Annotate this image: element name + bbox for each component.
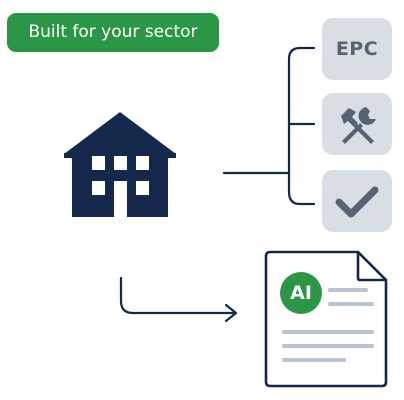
ai-document: AI (262, 248, 390, 390)
tools-tile (322, 93, 392, 155)
sector-badge-label: Built for your sector (28, 22, 198, 42)
arrow-head-icon (224, 303, 238, 323)
document-icon (264, 250, 388, 388)
branch-bracket (287, 46, 316, 206)
sector-badge: Built for your sector (7, 13, 219, 52)
epc-label: EPC (335, 38, 379, 60)
check-tile (322, 170, 392, 232)
checkmark-icon (335, 186, 379, 218)
epc-tile: EPC (322, 18, 392, 80)
hammer-wrench-icon (341, 107, 376, 144)
ai-label: AI (290, 282, 312, 304)
building-icon (64, 112, 176, 217)
flow-arrow-line (119, 276, 236, 315)
